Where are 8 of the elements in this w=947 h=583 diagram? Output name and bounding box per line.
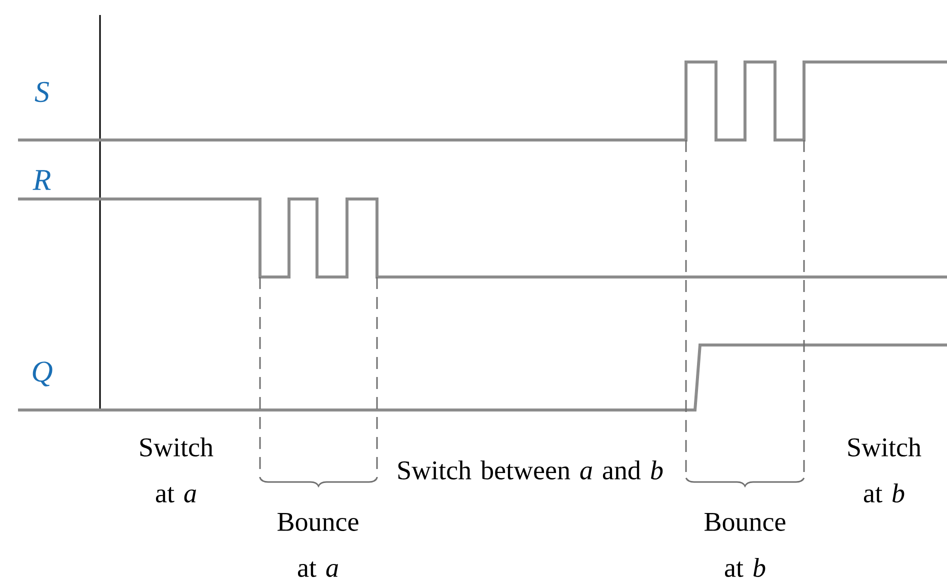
- interval-label: Switch between a and b: [398, 460, 663, 480]
- interval-label: Bounce at b: [704, 513, 786, 577]
- signal-name: Q: [32, 362, 52, 386]
- interval-label: Switch at b: [848, 437, 922, 502]
- interval-label: Bounce at a: [278, 513, 358, 577]
- signal-name: R: [32, 170, 51, 190]
- signal-name: S: [34, 82, 50, 102]
- interval-label: Switch at a: [140, 437, 214, 502]
